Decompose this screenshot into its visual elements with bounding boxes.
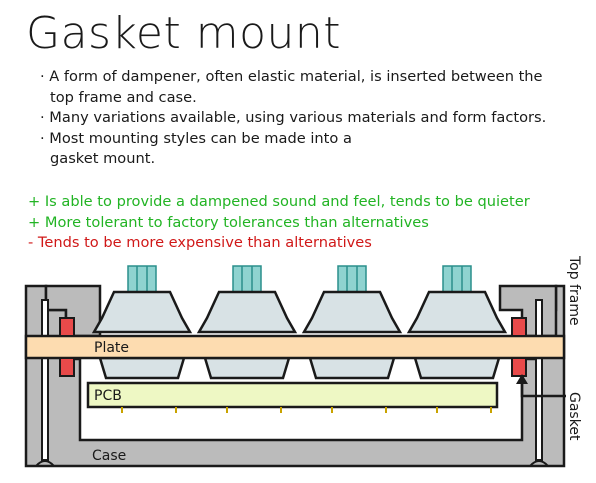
- con-item: - Tends to be more expensive than altern…: [28, 234, 372, 251]
- switch-bottom-housing: [98, 356, 186, 380]
- switch-bottom-housing: [308, 356, 396, 380]
- pcb-pins: [121, 407, 492, 413]
- plate-label: Plate: [94, 340, 129, 356]
- pro-item: + Is able to provide a dampened sound an…: [28, 193, 530, 210]
- switch-stem: [337, 265, 367, 294]
- switch-top-housing: [196, 290, 298, 334]
- bullet-text: Most mounting styles can be made into a: [49, 129, 352, 147]
- pro-item: + More tolerant to factory tolerances th…: [28, 213, 429, 231]
- bullet-item: Many variations available, using various…: [28, 108, 546, 129]
- gasket-bottom-right: [511, 357, 527, 377]
- switch: [196, 265, 298, 380]
- bullet-list: A form of dampener, often elastic materi…: [28, 67, 546, 170]
- pcb-label: PCB: [94, 388, 122, 404]
- gasket-pointer-arrowhead: [516, 374, 528, 384]
- gasket-top-left: [59, 317, 75, 337]
- top-frame-label: Top frame: [566, 255, 582, 326]
- switch-stem: [232, 265, 262, 294]
- switch-group: [91, 265, 508, 380]
- switch-stem: [442, 265, 472, 294]
- switch-top-housing: [91, 290, 193, 334]
- plate: [24, 334, 566, 360]
- bullet-text: A form of dampener, often elastic materi…: [49, 68, 543, 85]
- switch-bottom-housing: [203, 356, 291, 380]
- top-frame-right: [498, 284, 558, 338]
- bullet-item: Most mounting styles can be made into a g…: [28, 129, 546, 170]
- screw-left: [35, 299, 55, 467]
- switch-bottom-housing: [413, 356, 501, 380]
- switch-top-housing: [301, 290, 403, 334]
- pros-cons-list: + Is able to provide a dampened sound an…: [28, 192, 530, 254]
- page-title: Gasket mount: [26, 8, 342, 59]
- bullet-item: A form of dampener, often elastic materi…: [28, 67, 546, 108]
- switch: [91, 265, 193, 380]
- switch: [406, 265, 508, 380]
- bullet-text: Many variations available, using various…: [49, 109, 547, 126]
- bullet-continuation: gasket mount.: [50, 150, 156, 167]
- gasket-label: Gasket: [566, 392, 582, 441]
- screw-right: [529, 299, 549, 467]
- bullet-continuation: top frame and case.: [50, 88, 197, 106]
- pcb: [86, 381, 499, 409]
- switch: [301, 265, 403, 380]
- case-label: Case: [92, 448, 126, 464]
- switch-stem: [127, 265, 157, 294]
- gasket-bottom-left: [59, 357, 75, 377]
- gasket-top-right: [511, 317, 527, 337]
- switch-top-housing: [406, 290, 508, 334]
